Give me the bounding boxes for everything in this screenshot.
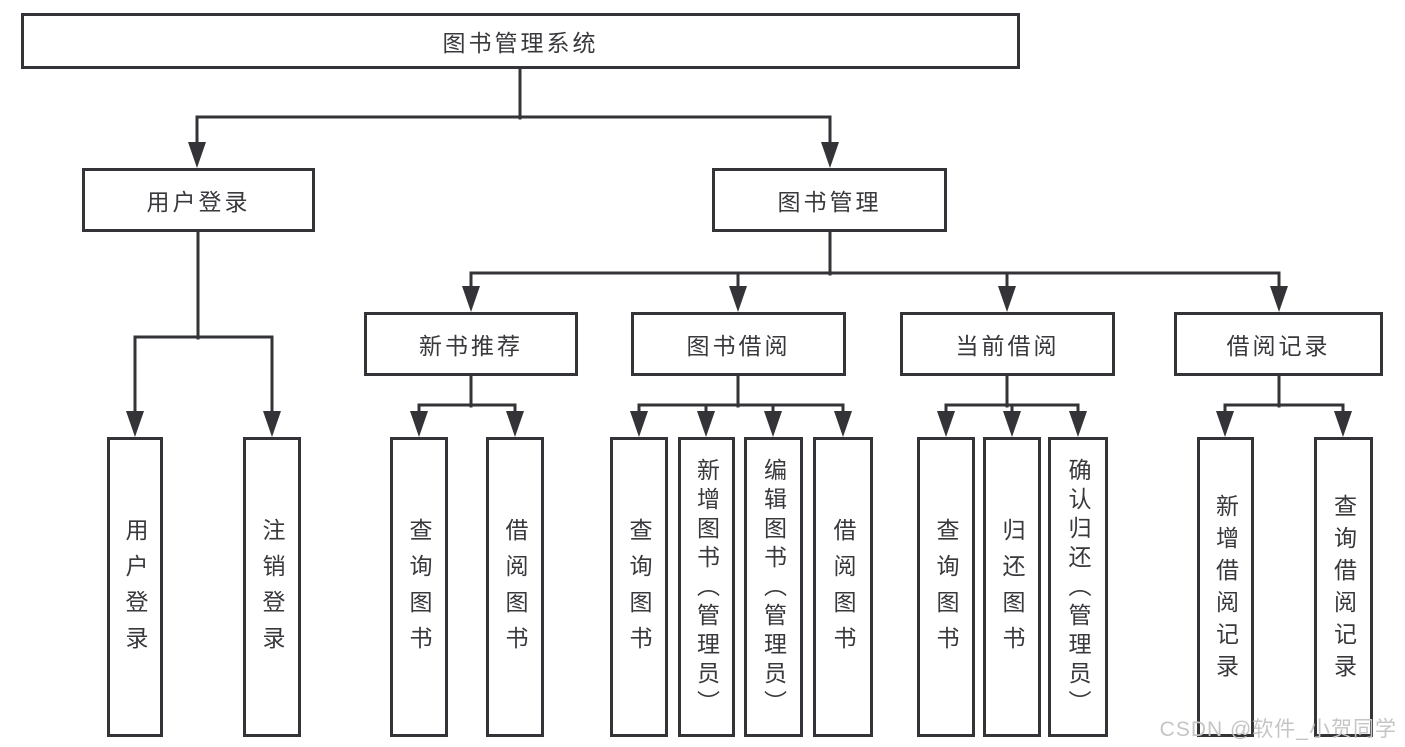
leaf-query-books-borrowing: 查询图书 [610,437,668,737]
node-root: 图书管理系统 [21,13,1020,69]
leaf-edit-book-admin-label: 编辑图书（管理员） [760,457,787,719]
node-book-management: 图书管理 [712,168,947,232]
leaf-borrow-books-label: 借阅图书 [830,518,856,662]
leaf-query-borrow-record: 查询借阅记录 [1314,437,1373,737]
node-current-borrowing-label: 当前借阅 [955,333,1060,359]
node-book-management-label: 图书管理 [777,189,882,215]
node-borrowing-records: 借阅记录 [1174,312,1383,376]
leaf-query-borrow-record-label: 查询借阅记录 [1330,494,1357,686]
leaf-user-login: 用户登录 [107,437,163,737]
node-user-login: 用户登录 [82,168,315,232]
leaf-logout: 注销登录 [243,437,301,737]
leaf-borrow-books-recommend-label: 借阅图书 [502,518,528,662]
node-borrowing-records-label: 借阅记录 [1226,333,1331,359]
leaf-query-books-borrowing-label: 查询图书 [626,518,652,662]
leaf-borrow-books: 借阅图书 [813,437,873,737]
leaf-add-book-admin-label: 新增图书（管理员） [693,457,720,719]
leaf-query-books-current: 查询图书 [917,437,975,737]
leaf-return-books-label: 归还图书 [999,518,1025,662]
node-book-borrowing: 图书借阅 [631,312,846,376]
node-book-borrowing-label: 图书借阅 [686,333,791,359]
leaf-add-borrow-record: 新增借阅记录 [1197,437,1254,737]
node-root-label: 图书管理系统 [442,30,599,56]
leaf-add-book-admin: 新增图书（管理员） [678,437,735,737]
leaf-logout-label: 注销登录 [259,518,285,662]
node-new-book-recommend-label: 新书推荐 [419,333,523,359]
watermark: CSDN @软件_小贺同学 [1159,718,1397,741]
leaf-return-books: 归还图书 [983,437,1041,737]
node-new-book-recommend: 新书推荐 [364,312,578,376]
node-user-login-label: 用户登录 [146,189,251,215]
leaf-user-login-label: 用户登录 [122,518,148,662]
leaf-add-borrow-record-label: 新增借阅记录 [1212,494,1239,686]
leaf-edit-book-admin: 编辑图书（管理员） [744,437,803,737]
node-current-borrowing: 当前借阅 [900,312,1115,376]
leaf-confirm-return-admin-label: 确认归还（管理员） [1065,457,1091,719]
leaf-query-books-current-label: 查询图书 [933,518,959,662]
leaf-borrow-books-recommend: 借阅图书 [486,437,544,737]
leaf-confirm-return-admin: 确认归还（管理员） [1048,437,1108,737]
leaf-query-books-recommend-label: 查询图书 [406,518,432,662]
leaf-query-books-recommend: 查询图书 [390,437,448,737]
